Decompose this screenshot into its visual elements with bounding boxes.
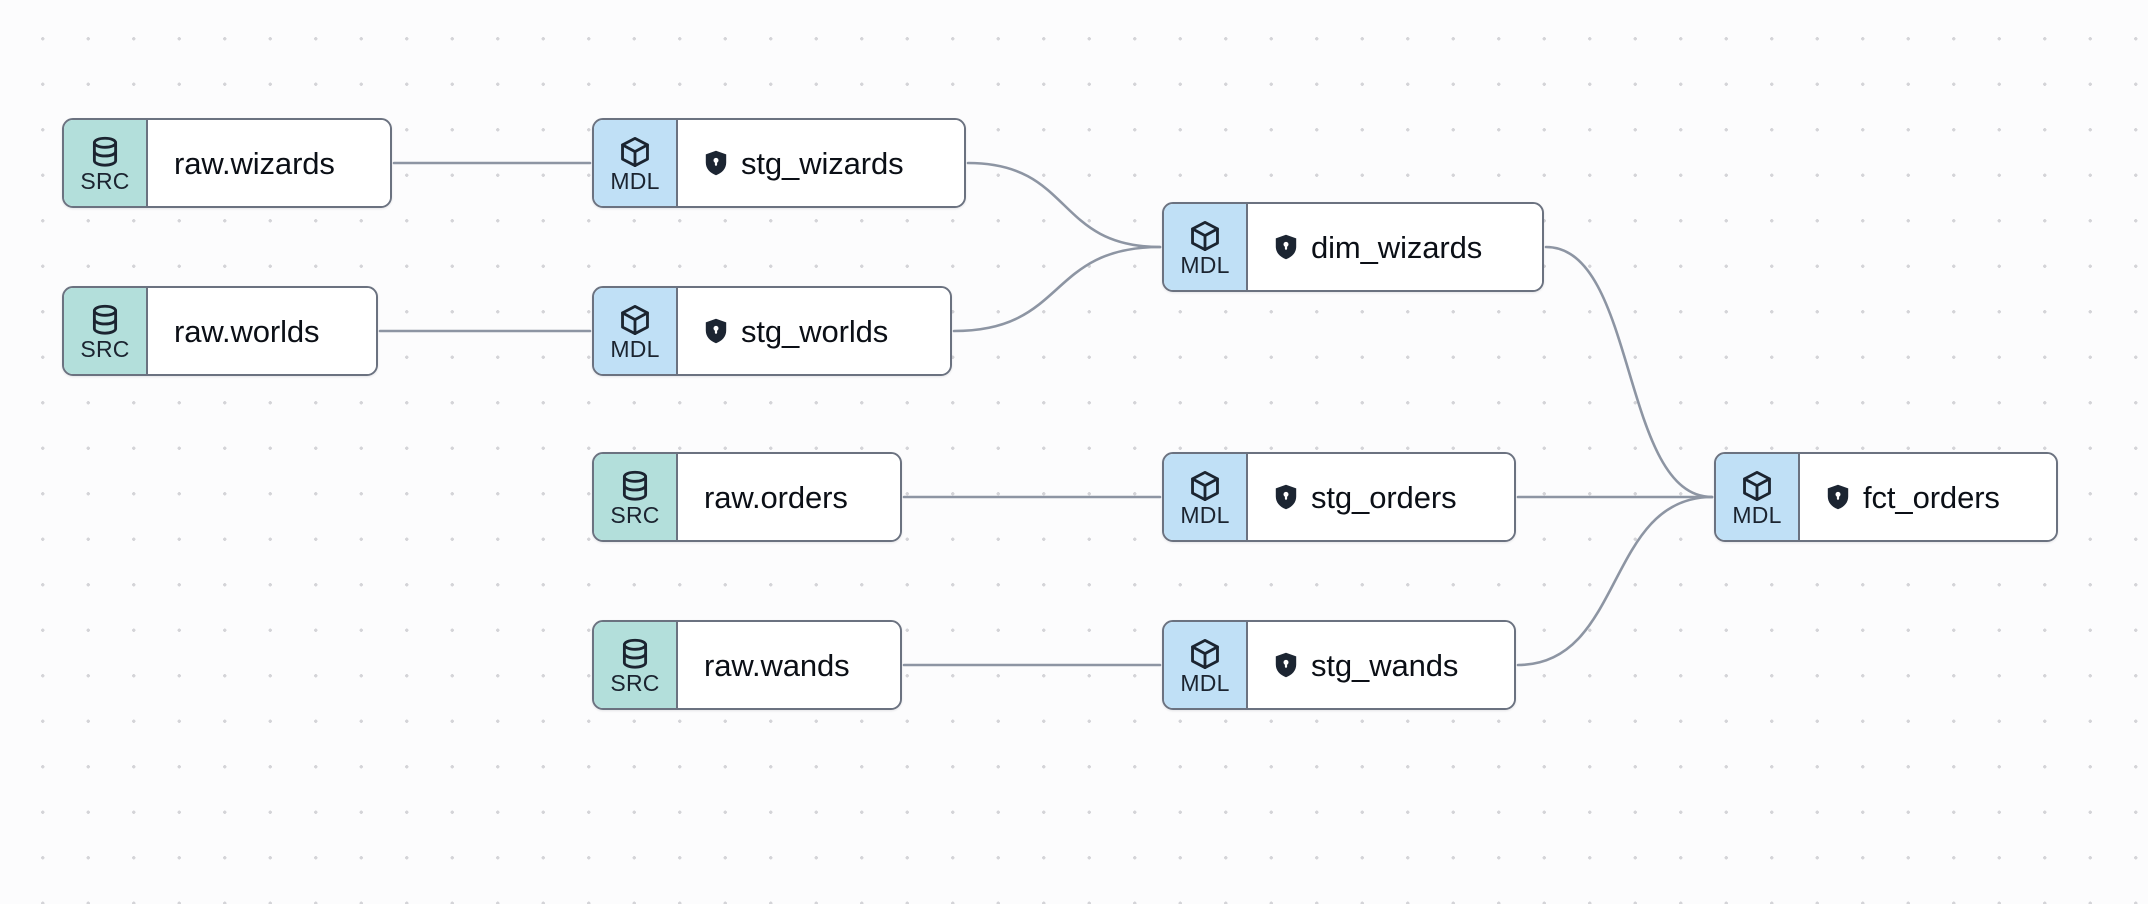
node-type-badge-src: SRC bbox=[594, 622, 678, 708]
cube-icon bbox=[618, 303, 652, 337]
node-type-label: SRC bbox=[80, 336, 130, 362]
node-body[interactable]: raw.wizards bbox=[148, 120, 390, 206]
lineage-edge-stg_wizards-to-dim_wizards bbox=[966, 161, 1162, 249]
node-type-badge-mdl: MDL bbox=[1164, 204, 1248, 290]
lineage-edge-stg_wands-to-fct_orders bbox=[1516, 495, 1714, 667]
node-type-label: SRC bbox=[610, 670, 660, 696]
shield-lock-icon bbox=[704, 318, 728, 344]
node-label: raw.wizards bbox=[174, 145, 335, 181]
shield-lock-icon bbox=[1274, 652, 1298, 678]
node-label: stg_worlds bbox=[741, 313, 889, 349]
node-label: raw.worlds bbox=[174, 313, 320, 349]
node-body[interactable]: stg_wands bbox=[1248, 622, 1514, 708]
database-icon bbox=[618, 637, 652, 671]
node-type-badge-src: SRC bbox=[64, 120, 148, 206]
node-type-label: MDL bbox=[1732, 502, 1782, 528]
node-type-label: SRC bbox=[80, 168, 130, 194]
node-label: stg_wands bbox=[1311, 647, 1459, 683]
node-label: stg_orders bbox=[1311, 479, 1457, 515]
node-type-badge-mdl: MDL bbox=[1164, 454, 1248, 540]
node-type-badge-src: SRC bbox=[594, 454, 678, 540]
node-type-label: SRC bbox=[610, 502, 660, 528]
node-type-label: MDL bbox=[1180, 252, 1230, 278]
database-icon bbox=[88, 303, 122, 337]
node-body[interactable]: raw.wands bbox=[678, 622, 900, 708]
lineage-node-stg_orders[interactable]: MDL stg_orders bbox=[1162, 452, 1516, 542]
node-label: raw.orders bbox=[704, 479, 848, 515]
node-label: dim_wizards bbox=[1311, 229, 1483, 265]
node-type-label: MDL bbox=[610, 168, 660, 194]
lineage-node-stg_worlds[interactable]: MDL stg_worlds bbox=[592, 286, 952, 376]
lineage-node-raw_wands[interactable]: SRC raw.wands bbox=[592, 620, 902, 710]
cube-icon bbox=[1188, 637, 1222, 671]
node-label: fct_orders bbox=[1863, 479, 2000, 515]
lineage-edge-dim_wizards-to-fct_orders bbox=[1544, 245, 1714, 499]
node-body[interactable]: raw.orders bbox=[678, 454, 900, 540]
node-body[interactable]: stg_orders bbox=[1248, 454, 1514, 540]
lineage-edge-stg_worlds-to-dim_wizards bbox=[952, 245, 1162, 333]
cube-icon bbox=[618, 135, 652, 169]
node-label: raw.wands bbox=[704, 647, 850, 683]
node-type-badge-src: SRC bbox=[64, 288, 148, 374]
shield-lock-icon bbox=[704, 150, 728, 176]
node-type-badge-mdl: MDL bbox=[594, 120, 678, 206]
node-type-label: MDL bbox=[1180, 670, 1230, 696]
node-type-badge-mdl: MDL bbox=[1164, 622, 1248, 708]
cube-icon bbox=[1188, 469, 1222, 503]
shield-lock-icon bbox=[1274, 234, 1298, 260]
lineage-node-raw_orders[interactable]: SRC raw.orders bbox=[592, 452, 902, 542]
node-body[interactable]: dim_wizards bbox=[1248, 204, 1542, 290]
node-body[interactable]: stg_wizards bbox=[678, 120, 964, 206]
lineage-node-raw_worlds[interactable]: SRC raw.worlds bbox=[62, 286, 378, 376]
lineage-node-stg_wands[interactable]: MDL stg_wands bbox=[1162, 620, 1516, 710]
lineage-node-stg_wizards[interactable]: MDL stg_wizards bbox=[592, 118, 966, 208]
node-type-label: MDL bbox=[610, 336, 660, 362]
lineage-node-raw_wizards[interactable]: SRC raw.wizards bbox=[62, 118, 392, 208]
cube-icon bbox=[1188, 219, 1222, 253]
lineage-node-fct_orders[interactable]: MDL fct_orders bbox=[1714, 452, 2058, 542]
shield-lock-icon bbox=[1826, 484, 1850, 510]
node-body[interactable]: fct_orders bbox=[1800, 454, 2056, 540]
shield-lock-icon bbox=[1274, 484, 1298, 510]
node-type-badge-mdl: MDL bbox=[594, 288, 678, 374]
database-icon bbox=[618, 469, 652, 503]
node-body[interactable]: raw.worlds bbox=[148, 288, 376, 374]
node-body[interactable]: stg_worlds bbox=[678, 288, 950, 374]
lineage-node-dim_wizards[interactable]: MDL dim_wizards bbox=[1162, 202, 1544, 292]
database-icon bbox=[88, 135, 122, 169]
cube-icon bbox=[1740, 469, 1774, 503]
node-label: stg_wizards bbox=[741, 145, 904, 181]
node-type-badge-mdl: MDL bbox=[1716, 454, 1800, 540]
node-type-label: MDL bbox=[1180, 502, 1230, 528]
